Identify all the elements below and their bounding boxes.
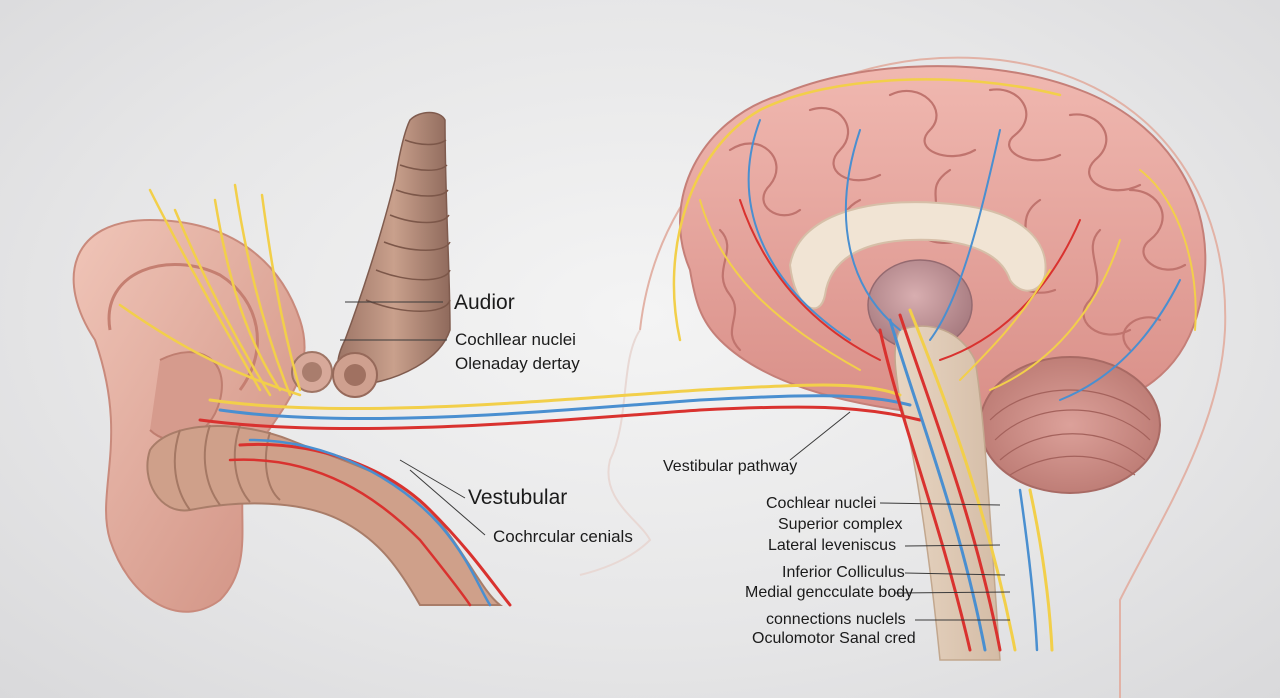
- label-inferior-colliculus: Inferior Colliculus: [782, 564, 905, 581]
- label-cochrcular-cenals: Cochrcular cenials: [493, 527, 633, 546]
- label-vestubular: Vestubular: [468, 486, 568, 509]
- ear-nerve-fibers: [118, 183, 302, 397]
- yellow-nerve: [208, 383, 902, 411]
- label-lateral-leveniscus: Lateral leveniscus: [768, 537, 897, 554]
- cochlea-horn: [337, 111, 451, 386]
- label-medial-geniculate-body: Medial gencculate body: [745, 584, 914, 601]
- label-vestibular-pathway: Vestibular pathway: [663, 458, 798, 475]
- label-oculomotor-sanal-cred: Oculomotor Sanal cred: [752, 630, 916, 647]
- corpus-callosum: [788, 201, 1047, 310]
- cerebellum: [979, 356, 1161, 494]
- cochlea-horn-rings: [365, 139, 451, 312]
- label-cochlear-nuclei: Cochlear nuclei: [766, 495, 877, 512]
- red-nerve-2: [238, 442, 512, 607]
- label-audior: Audior: [454, 291, 515, 314]
- ossicle-ring-2-hole: [344, 364, 366, 386]
- label-cochlear-nuclei-top: Cochllear nuclei: [455, 330, 576, 349]
- brain-gyri: [718, 88, 1187, 352]
- blue-nerve-2: [248, 438, 492, 607]
- descending-tracts: [878, 308, 1054, 652]
- label-olenaday-dertay: Olenaday dertay: [455, 354, 580, 373]
- ear-canal-rings: [173, 424, 281, 511]
- nerve-bundle: [198, 383, 922, 607]
- red-nerve-1: [198, 405, 922, 431]
- ossicle-ring-1-hole: [302, 362, 322, 382]
- face-outline: [579, 329, 652, 576]
- red-nerve-3: [228, 458, 472, 607]
- label-connections-nuclels: connections nuclels: [766, 611, 906, 628]
- cerebellum-folia: [989, 389, 1151, 476]
- leader-lines: [340, 301, 1011, 621]
- label-superior-complex: Superior complex: [778, 516, 903, 533]
- blue-nerve: [218, 394, 912, 421]
- cortical-tracts: [672, 78, 1197, 401]
